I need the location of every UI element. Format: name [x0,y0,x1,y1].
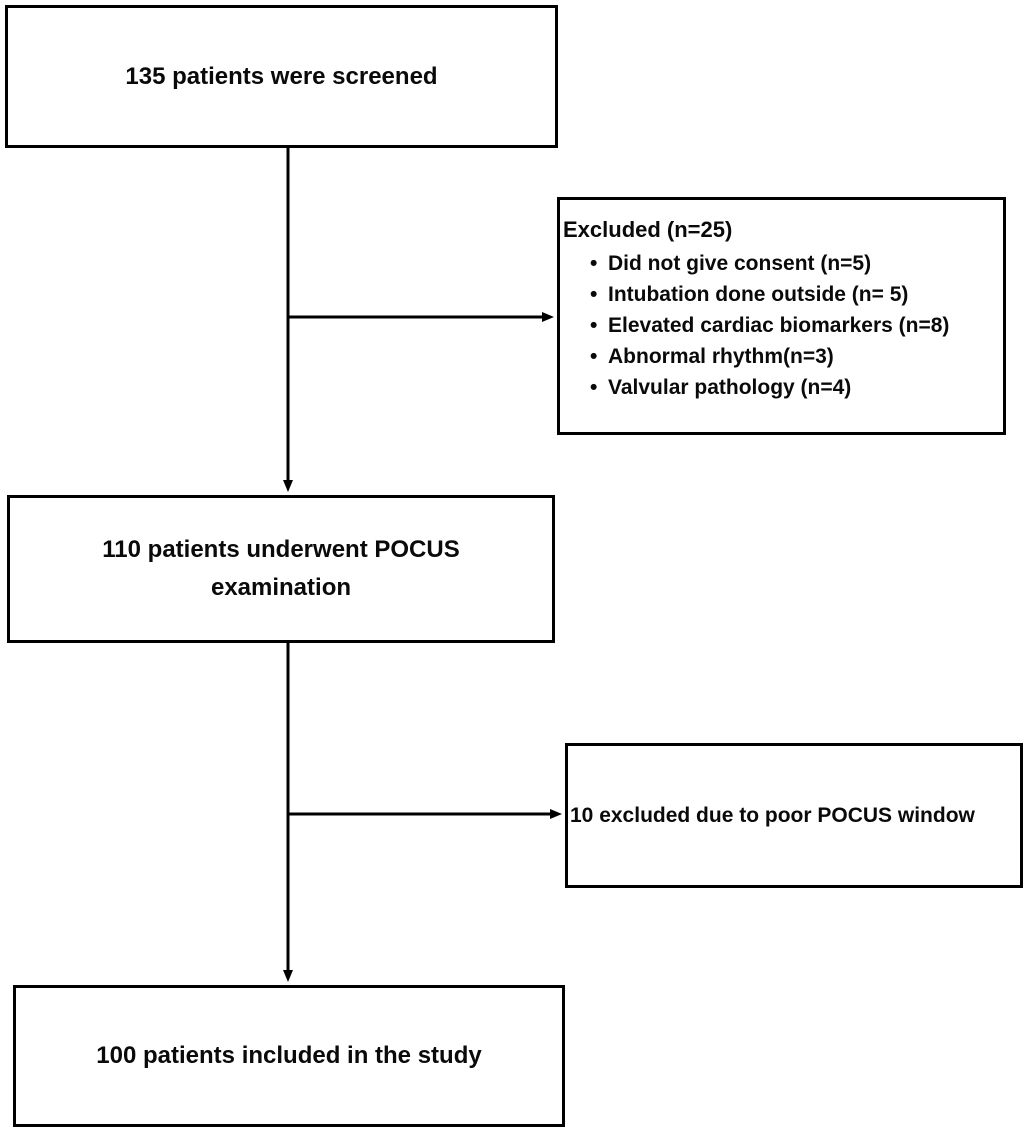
box-poor-pocus-window: 10 excluded due to poor POCUS window [565,743,1023,888]
excluded-reason-list: Did not give consent (n=5) Intubation do… [563,248,997,403]
excluded-reason-item: Abnormal rhythm(n=3) [590,341,997,372]
box-patients-included: 100 patients included in the study [13,985,565,1127]
excluded-reason-item: Elevated cardiac biomarkers (n=8) [590,310,997,341]
poor-pocus-window-label: 10 excluded due to poor POCUS window [570,803,975,827]
excluded-reason-item: Did not give consent (n=5) [590,248,997,279]
box-patients-screened: 135 patients were screened [5,5,558,148]
box-pocus-examination: 110 patients underwent POCUS examination [7,495,555,643]
patients-screened-label: 135 patients were screened [125,62,438,90]
patients-included-label: 100 patients included in the study [96,1042,482,1069]
excluded-reason-item: Valvular pathology (n=4) [590,372,997,403]
pocus-examination-label: 110 patients underwent POCUS examination [102,536,460,601]
excluded-reason-item: Intubation done outside (n= 5) [590,279,997,310]
excluded-title: Excluded (n=25) [563,217,733,242]
box-excluded-reasons: Excluded (n=25) Did not give consent (n=… [557,197,1006,435]
